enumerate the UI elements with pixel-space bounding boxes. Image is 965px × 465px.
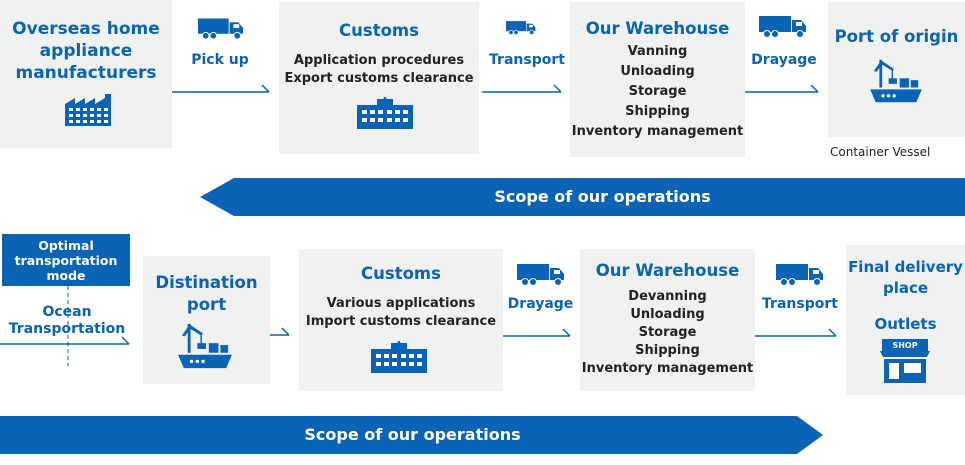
port-origin-box: Port of origin	[828, 2, 965, 137]
truck-icon	[758, 16, 808, 38]
flow-arrow	[270, 327, 290, 336]
drayage-label: Drayage	[507, 296, 574, 312]
truck-icon	[775, 264, 825, 286]
factory-icon	[64, 94, 116, 126]
export-customs-lines: Application procedures Export customs cl…	[284, 53, 474, 86]
container-ship-icon	[176, 322, 234, 372]
export-customs-title: Customs	[339, 21, 419, 40]
truck-icon	[516, 264, 566, 286]
customs-building-icon	[357, 97, 413, 129]
flow-arrow	[482, 84, 562, 93]
destination-port-box: Distination port	[143, 256, 270, 384]
port-origin-title: Port of origin	[834, 27, 959, 46]
warehouse-box: Our Warehouse Devanning Unloading Storag…	[580, 249, 755, 391]
customs-building-icon	[371, 341, 427, 373]
final-delivery-box: Final delivery place Outlets SHOP	[846, 245, 965, 395]
flow-arrow	[755, 328, 837, 337]
flow-arrow	[0, 336, 130, 345]
flow-arrow	[503, 328, 571, 337]
ocean-transport-label: Ocean Transportation	[8, 304, 126, 337]
flow-arrow	[172, 84, 270, 93]
warehouse-lines: Devanning Unloading Storage Shipping Inv…	[581, 289, 754, 376]
scope-band-bottom	[0, 416, 823, 454]
manufacturer-box: Overseas home appliance manufacturers	[0, 0, 172, 148]
transport-mode-box: Optimal transportation mode	[2, 234, 130, 286]
container-ship-icon	[868, 58, 924, 106]
truck-icon	[198, 18, 244, 40]
warehouse-lines: Vanning Unloading Storage Shipping Inven…	[571, 44, 744, 139]
import-customs-box: Customs Various applications Import cust…	[299, 249, 503, 391]
transport-label: Transport	[489, 52, 565, 68]
truck-icon	[506, 18, 536, 38]
manufacturer-title: Overseas home appliance manufacturers	[12, 19, 160, 83]
pickup-label: Pick up	[191, 52, 249, 68]
destination-port-title: Distination port	[155, 273, 258, 314]
dashed-divider	[67, 286, 69, 366]
import-customs-lines: Various applications Import customs clea…	[305, 296, 497, 329]
shop-icon: SHOP	[880, 339, 930, 383]
transport-label: Transport	[762, 296, 838, 312]
import-customs-title: Customs	[361, 264, 441, 283]
final-delivery-title: Final delivery place	[848, 258, 963, 297]
drayage-label: Drayage	[751, 52, 817, 68]
warehouse-box: Our Warehouse Vanning Unloading Storage …	[570, 2, 745, 157]
shop-sign-text: SHOP	[892, 341, 917, 350]
scope-band-top	[200, 178, 965, 216]
warehouse-title: Our Warehouse	[595, 261, 740, 280]
warehouse-title: Our Warehouse	[585, 19, 730, 38]
export-customs-box: Customs Application procedures Export cu…	[279, 2, 479, 154]
flow-arrow	[745, 84, 819, 93]
scope-label-top: Scope of our operations	[494, 187, 711, 206]
scope-label-bottom: Scope of our operations	[304, 425, 521, 444]
container-vessel-caption: Container Vessel	[830, 145, 931, 159]
outlets-label: Outlets	[874, 315, 937, 333]
